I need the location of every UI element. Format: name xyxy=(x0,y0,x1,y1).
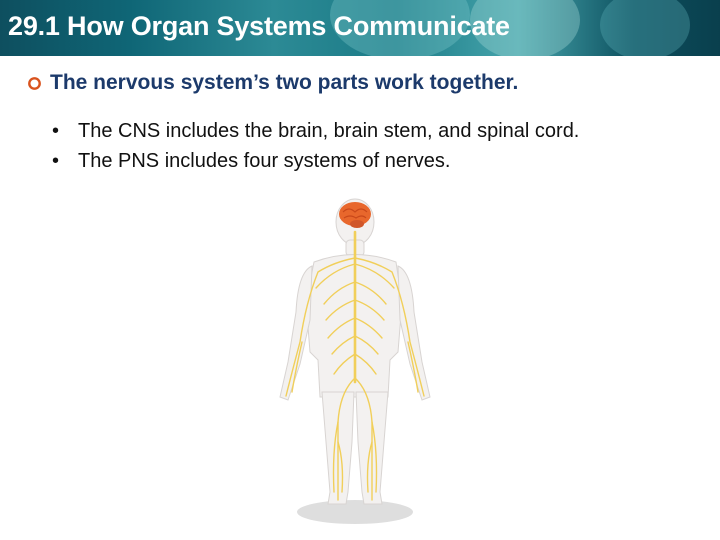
list-item: • The CNS includes the brain, brain stem… xyxy=(52,116,579,146)
slide-header: 29.1 How Organ Systems Communicate xyxy=(0,0,720,56)
bullet-dot: • xyxy=(52,150,60,172)
list-item: • The PNS includes four systems of nerve… xyxy=(52,146,579,176)
main-point: The nervous system’s two parts work toge… xyxy=(28,71,518,95)
nervous-system-figure xyxy=(279,198,431,524)
sub-point-list: • The CNS includes the brain, brain stem… xyxy=(52,116,579,176)
sub-point-text: The CNS includes the brain, brain stem, … xyxy=(78,120,580,142)
sub-point-text: The PNS includes four systems of nerves. xyxy=(78,150,451,172)
main-point-text: The nervous system’s two parts work toge… xyxy=(50,71,519,94)
brain-illustration xyxy=(339,202,371,228)
circle-bullet-icon xyxy=(28,76,41,90)
header-decoration xyxy=(330,0,470,56)
floor-shadow xyxy=(297,500,413,524)
header-decoration xyxy=(470,0,580,56)
bullet-dot: • xyxy=(52,120,60,142)
header-decoration xyxy=(600,0,690,56)
slide-title: 29.1 How Organ Systems Communicate xyxy=(8,11,510,41)
nerve-network xyxy=(285,230,425,501)
